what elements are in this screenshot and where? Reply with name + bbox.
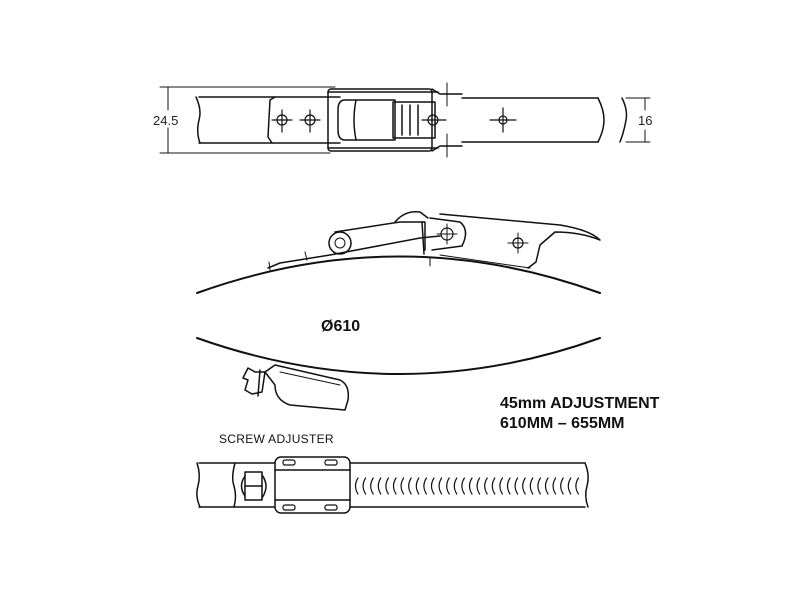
strap-width-dimension: 16 (638, 113, 653, 128)
band-width-dimension: 24.5 (153, 113, 179, 128)
bottom-view-adjuster (196, 456, 589, 514)
side-view-ring (196, 210, 601, 411)
adjustment-range-title: 45mm ADJUSTMENT (500, 395, 660, 412)
top-view-latch (159, 82, 651, 158)
diameter-label: Ø610 (321, 318, 361, 335)
screw-adjuster-title: SCREW ADJUSTER (219, 432, 334, 446)
adjustment-range-values: 610MM – 655MM (500, 415, 625, 432)
